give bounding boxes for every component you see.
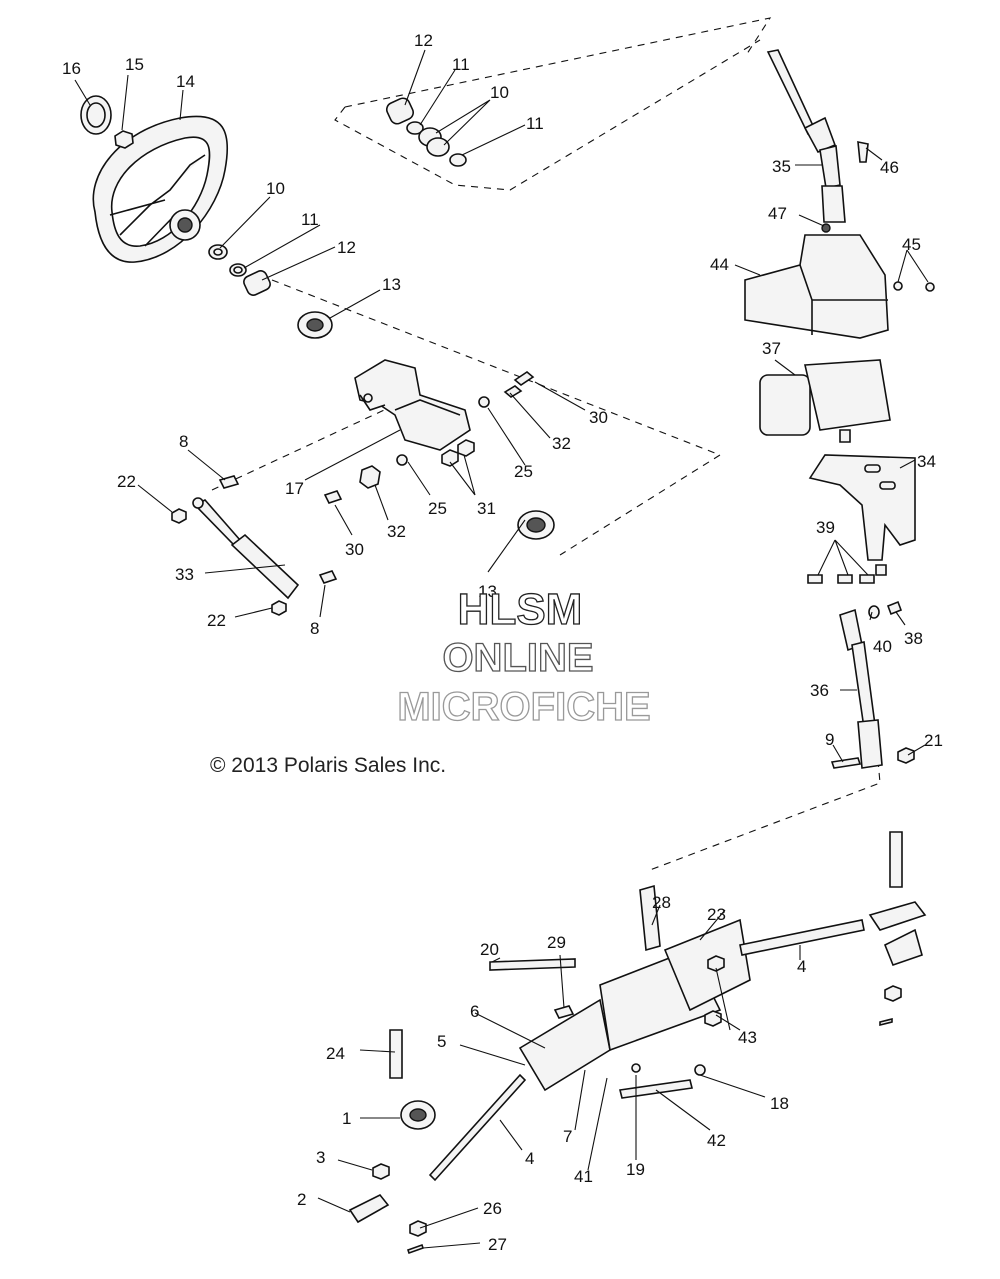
- callout-4: 4: [797, 957, 806, 976]
- callout-22: 22: [207, 611, 226, 630]
- callout-19: 19: [626, 1160, 645, 1179]
- steering-rack: [428, 884, 865, 1182]
- gas-strut: [192, 497, 300, 600]
- bearings-left: [208, 244, 333, 339]
- callout-45: 45: [902, 235, 921, 254]
- callout-30: 30: [345, 540, 364, 559]
- callout-11: 11: [452, 55, 470, 74]
- callout-22: 22: [117, 472, 136, 491]
- eps-motor: [759, 359, 891, 443]
- horn-cap: [80, 95, 112, 135]
- callout-2: 2: [297, 1190, 306, 1209]
- callout-13: 13: [382, 275, 401, 294]
- callout-16: 16: [62, 59, 81, 78]
- callout-43: 43: [738, 1028, 757, 1047]
- callout-1: 1: [342, 1109, 351, 1128]
- copyright-notice: © 2013 Polaris Sales Inc.: [210, 754, 446, 777]
- watermark: HLSM ONLINE MICROFICHE: [397, 584, 652, 729]
- callout-31: 31: [477, 499, 496, 518]
- callout-8: 8: [179, 432, 188, 451]
- callout-42: 42: [707, 1131, 726, 1150]
- callout-12: 12: [414, 31, 433, 50]
- callout-5: 5: [437, 1032, 446, 1051]
- callout-29: 29: [547, 933, 566, 952]
- callout-39: 39: [816, 518, 835, 537]
- watermark-line-3: MICROFICHE: [397, 685, 650, 729]
- callout-8: 8: [310, 619, 319, 638]
- callout-24: 24: [326, 1044, 345, 1063]
- column-cover: [744, 234, 935, 339]
- callout-41: 41: [574, 1167, 593, 1186]
- callout-17: 17: [285, 479, 304, 498]
- callout-11: 11: [301, 210, 319, 229]
- callout-6: 6: [470, 1002, 479, 1021]
- callout-23: 23: [707, 905, 726, 924]
- callout-21: 21: [924, 731, 943, 750]
- callout-28: 28: [652, 893, 671, 912]
- bolts-and-nuts-center: [171, 371, 535, 616]
- callout-38: 38: [904, 629, 923, 648]
- callout-18: 18: [770, 1094, 789, 1113]
- callout-labels: 16 15 14 12 11 10 11 10 11 12 13 35 46 4…: [62, 31, 943, 1254]
- callout-12: 12: [337, 238, 356, 257]
- callout-46: 46: [880, 158, 899, 177]
- callout-25: 25: [514, 462, 533, 481]
- dashed-group-lines: [211, 17, 881, 871]
- callout-20: 20: [480, 940, 499, 959]
- callout-7: 7: [563, 1127, 572, 1146]
- callout-3: 3: [316, 1148, 325, 1167]
- bushing-13: [517, 510, 555, 540]
- callout-30: 30: [589, 408, 608, 427]
- steering-wheel: [92, 115, 229, 263]
- callout-40: 40: [873, 637, 892, 656]
- callout-4: 4: [525, 1149, 534, 1168]
- eps-mount-bracket: [807, 454, 916, 584]
- callout-33: 33: [175, 565, 194, 584]
- callout-13: 13: [478, 582, 497, 601]
- tie-rod-end-left: [348, 1029, 436, 1255]
- callout-35: 35: [772, 157, 791, 176]
- upper-steering-shaft: [766, 49, 869, 233]
- callout-10: 10: [266, 179, 285, 198]
- callout-47: 47: [768, 204, 787, 223]
- wheel-nut: [114, 130, 134, 149]
- callout-27: 27: [488, 1235, 507, 1254]
- watermark-line-1: HLSM: [458, 585, 583, 634]
- bearings-top: [385, 97, 467, 167]
- callout-15: 15: [125, 55, 144, 74]
- callout-10: 10: [490, 83, 509, 102]
- callout-26: 26: [483, 1199, 502, 1218]
- callout-32: 32: [552, 434, 571, 453]
- tie-rod-end-right: [868, 831, 927, 1027]
- callout-32: 32: [387, 522, 406, 541]
- leader-lines: [74, 49, 929, 1249]
- callout-25: 25: [428, 499, 447, 518]
- watermark-line-2: ONLINE: [442, 636, 593, 680]
- callout-9: 9: [825, 730, 834, 749]
- lower-steering-shaft: [830, 600, 915, 769]
- callout-37: 37: [762, 339, 781, 358]
- callout-44: 44: [710, 255, 729, 274]
- callout-14: 14: [176, 72, 195, 91]
- callout-34: 34: [917, 452, 936, 471]
- callout-36: 36: [810, 681, 829, 700]
- column-bracket: [354, 359, 471, 451]
- callout-11: 11: [526, 114, 544, 133]
